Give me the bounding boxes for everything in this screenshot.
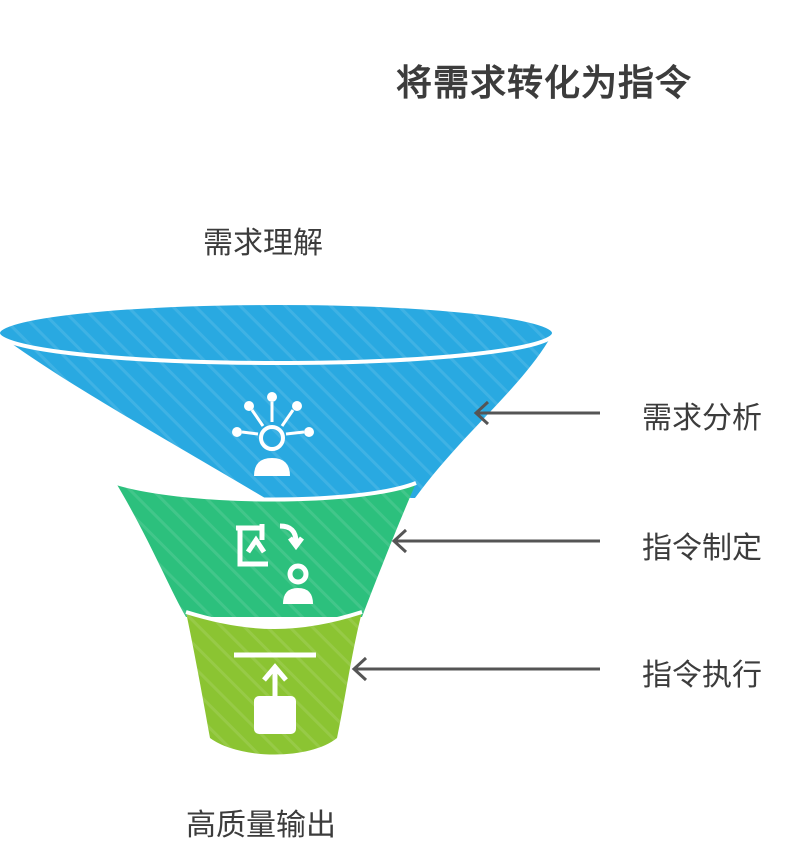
arrow-to-stage-2 bbox=[391, 528, 600, 554]
funnel-top-label: 需求理解 bbox=[203, 226, 323, 261]
stage-label-execution: 指令执行 bbox=[642, 658, 762, 693]
stage-label-analysis: 需求分析 bbox=[642, 401, 762, 436]
funnel-stage-2 bbox=[115, 481, 417, 617]
upload-arrow-icon bbox=[234, 652, 316, 734]
arrow-to-stage-1 bbox=[473, 400, 600, 426]
funnel-stage-1 bbox=[0, 301, 556, 498]
funnel-bottom-label: 高质量输出 bbox=[186, 808, 336, 843]
page-title: 将需求转化为指令 bbox=[396, 63, 693, 104]
stage-label-formulation: 指令制定 bbox=[642, 531, 762, 566]
idea-person-icon bbox=[232, 392, 314, 476]
chart-person-icon bbox=[236, 523, 313, 604]
arrow-to-stage-3 bbox=[351, 656, 600, 682]
